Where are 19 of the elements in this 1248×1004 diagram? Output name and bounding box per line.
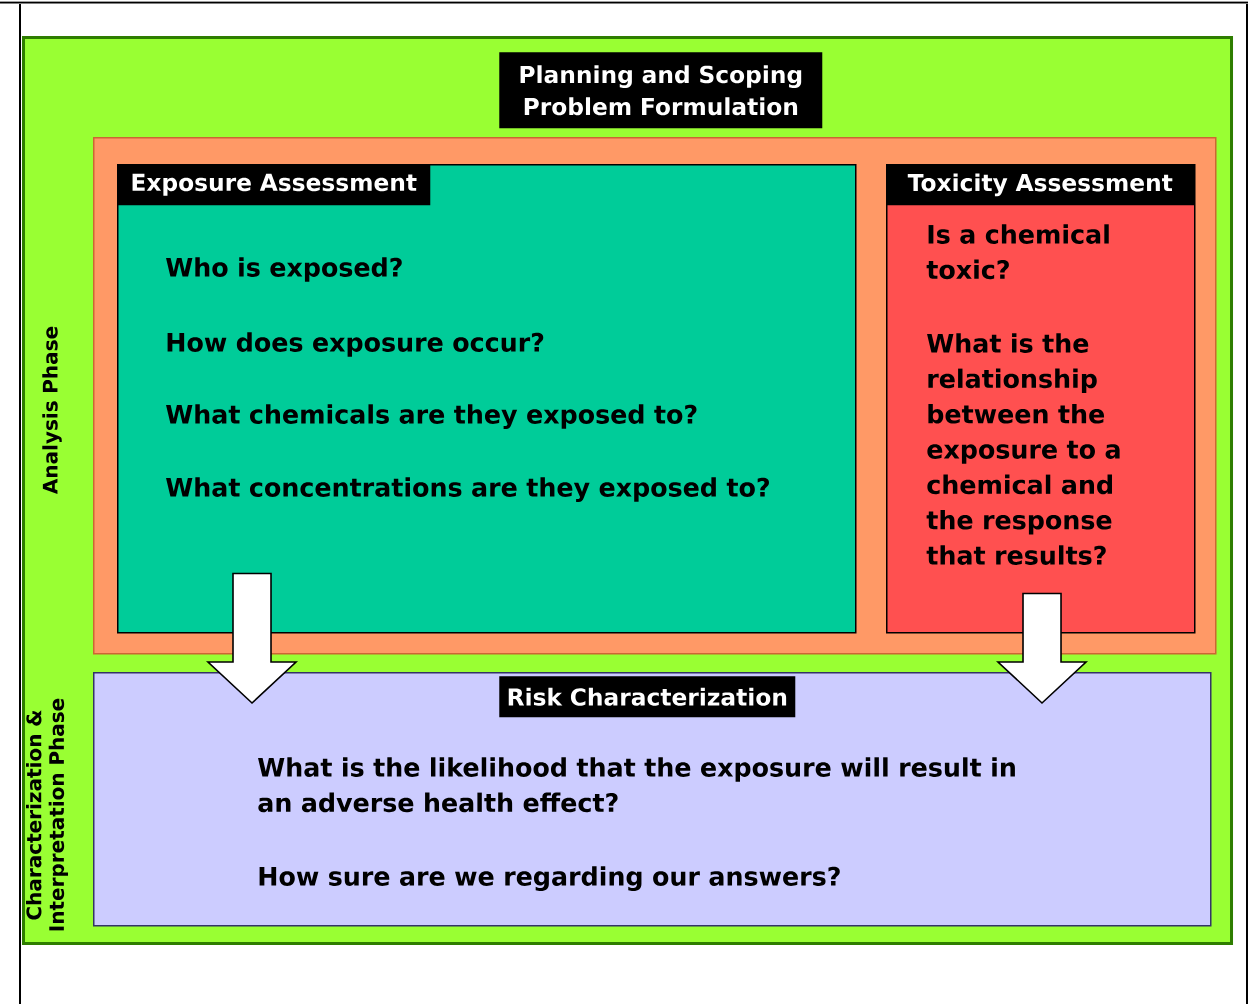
question-text: What concentrations are they exposed to? <box>166 477 769 502</box>
header-label: Risk Characterization <box>499 676 796 718</box>
header-label: Toxicity Assessment <box>886 164 1195 206</box>
header-label: Planning and Scoping Problem Formulation <box>499 52 823 129</box>
question-text: What chemicals are they exposed to? <box>166 404 697 429</box>
assessment-panel <box>886 164 1196 634</box>
assessment-panel <box>26 672 1212 931</box>
header-label: Exposure Assessment <box>117 164 431 206</box>
block-arrow <box>996 592 1089 705</box>
phase-label: Characterization & Interpretation Phase <box>26 698 68 931</box>
question-text: What is the likelihood that the exposure will result in an adverse health effect? <box>258 757 1015 813</box>
question-text: Is a chemical toxic? <box>926 224 1109 280</box>
question-text: How does exposure occur? <box>167 332 544 357</box>
question-text: What is the relationship between the exposure to a chemical and the response that results? <box>926 333 1120 565</box>
assessment-panel <box>117 164 857 634</box>
phase-label: Analysis Phase <box>42 326 62 495</box>
block-arrow <box>205 572 299 705</box>
question-text: Who is exposed? <box>166 257 402 282</box>
question-text: How sure are we regarding our answers? <box>259 866 840 891</box>
